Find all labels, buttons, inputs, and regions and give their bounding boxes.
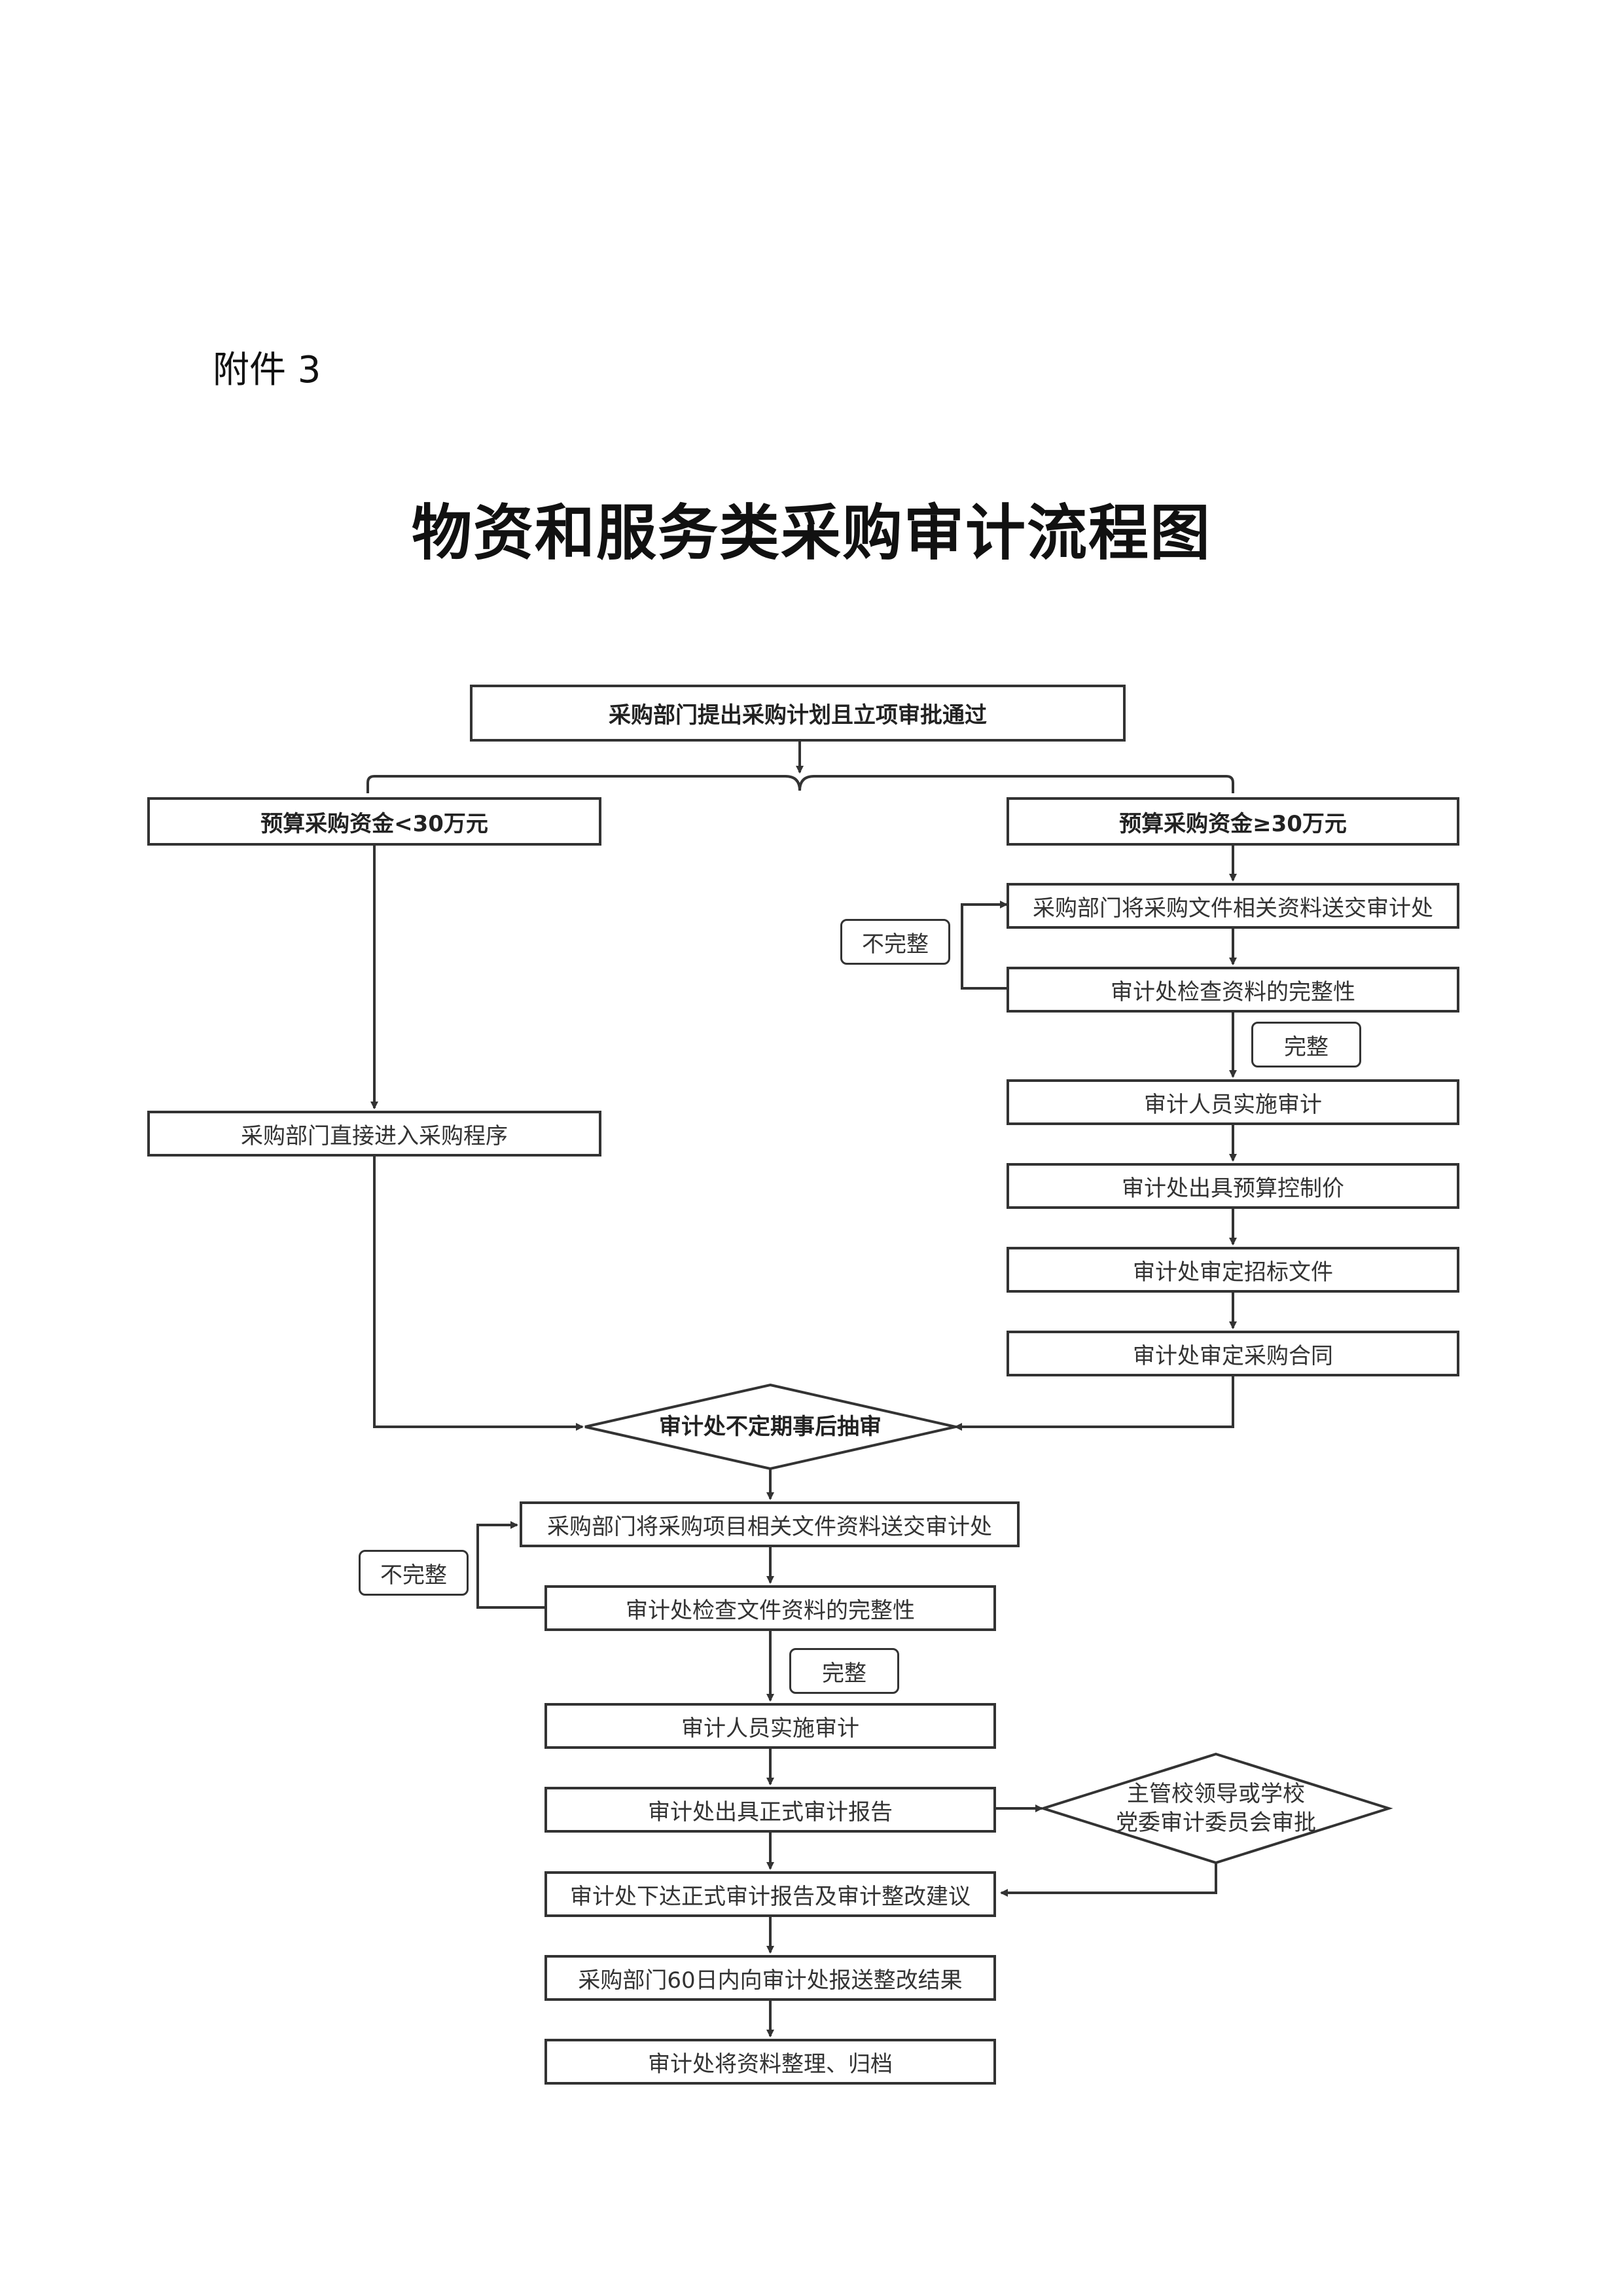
complete-tag: 完整 (789, 1648, 899, 1694)
rectify-node: 采购部门60日内向审计处报送整改结果 (544, 1955, 996, 2001)
budget-high-node: 预算采购资金≥30万元 (1007, 797, 1459, 846)
high-audit-node: 审计人员实施审计 (1007, 1079, 1459, 1125)
post-check-node: 审计处检查文件资料的完整性 (544, 1585, 996, 1631)
high-tender-docs-node: 审计处审定招标文件 (1007, 1247, 1459, 1293)
start-node: 采购部门提出采购计划且立项审批通过 (470, 685, 1126, 742)
high-submit-node: 采购部门将采购文件相关资料送交审计处 (1007, 883, 1459, 929)
spot-check-diamond (584, 1383, 956, 1471)
budget-low-node: 预算采购资金<30万元 (147, 797, 601, 846)
approval-diamond (1039, 1752, 1393, 1865)
issue-report-node: 审计处下达正式审计报告及审计整改建议 (544, 1871, 996, 1917)
attachment-label: 附件 3 (213, 349, 321, 391)
post-submit-node: 采购部门将采购项目相关文件资料送交审计处 (520, 1501, 1020, 1547)
approval-label-line2: 党委审计委员会审批 (1116, 1810, 1316, 1836)
approval-label-line1: 主管校领导或学校 (1127, 1781, 1305, 1807)
high-check-node: 审计处检查资料的完整性 (1007, 967, 1459, 1013)
low-direct-node: 采购部门直接进入采购程序 (147, 1111, 601, 1157)
post-audit-node: 审计人员实施审计 (544, 1703, 996, 1749)
high-contract-node: 审计处审定采购合同 (1007, 1331, 1459, 1376)
page-title: 物资和服务类采购审计流程图 (411, 497, 1211, 568)
high-control-price-node: 审计处出具预算控制价 (1007, 1163, 1459, 1209)
formal-report-node: 审计处出具正式审计报告 (544, 1787, 996, 1833)
complete-tag: 完整 (1251, 1022, 1361, 1067)
spot-check-label: 审计处不定期事后抽审 (659, 1414, 882, 1440)
incomplete-tag: 不完整 (840, 919, 950, 965)
archive-node: 审计处将资料整理、归档 (544, 2039, 996, 2085)
incomplete-tag: 不完整 (359, 1550, 469, 1596)
